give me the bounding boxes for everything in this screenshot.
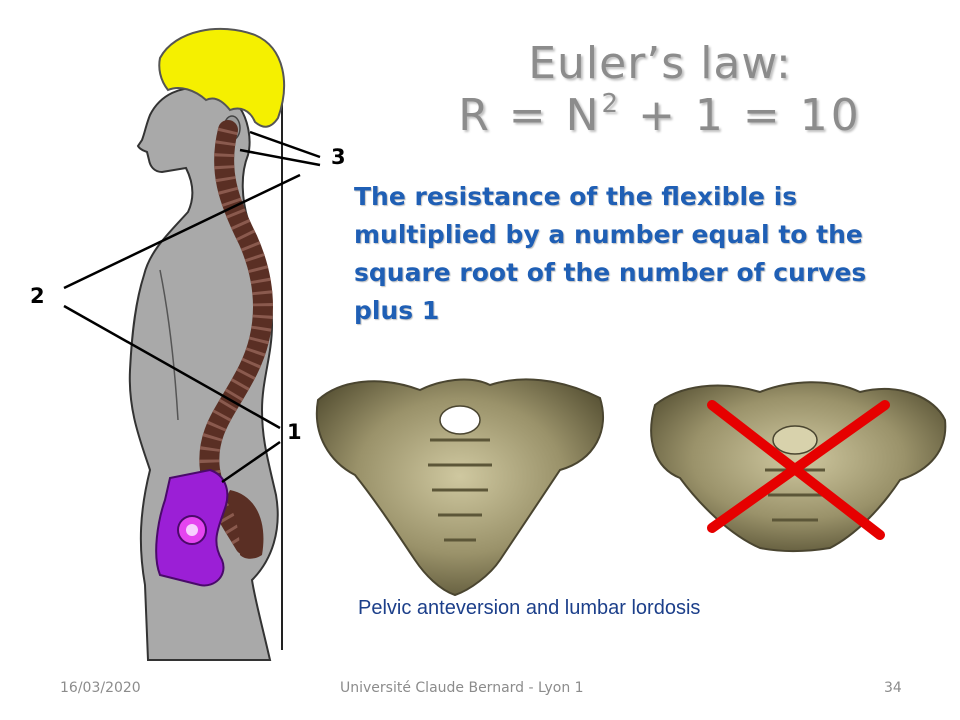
euler-statement: The resistance of the flexible is multip… [354, 182, 867, 325]
hair [158, 28, 285, 128]
cross-line-2 [707, 400, 890, 533]
pelvis-image-rejected [650, 381, 947, 552]
marker-3: 3 [331, 145, 346, 169]
footer-institution: Université Claude Bernard - Lyon 1 [340, 680, 584, 696]
formula-exponent: 2 [601, 89, 622, 119]
image-caption: Pelvic anteversion and lumbar lordosis [358, 597, 701, 619]
formula-suffix: + 1 = 10 [621, 90, 862, 141]
footer-page-number: 34 [884, 680, 902, 696]
marker-2: 2 [30, 284, 45, 308]
human-figure-illustration [63, 28, 321, 661]
footer-date: 16/03/2020 [60, 680, 141, 696]
formula-prefix: R = N [458, 90, 602, 141]
pelvis-image-anteversion [315, 378, 605, 597]
marker-1: 1 [287, 420, 302, 444]
title-line-1: Euler’s law: [528, 38, 792, 89]
slide-title: Euler’s law: R = N2 + 1 = 10 [440, 38, 880, 142]
title-line-2: R = N2 + 1 = 10 [440, 90, 880, 142]
pointer-lines [63, 130, 321, 484]
